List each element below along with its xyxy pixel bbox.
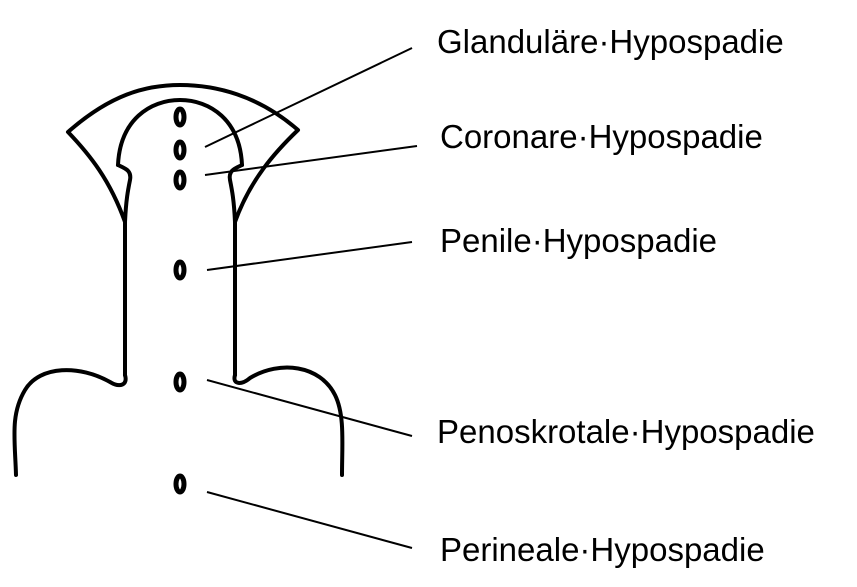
label-perineal-hypospadias: Perineale·Hypospadie: [440, 531, 765, 568]
meatus-penile: [173, 259, 187, 281]
label-glandular-hypospadias: Glanduläre·Hypospadie: [437, 23, 784, 60]
meatus-glandular-upper: [173, 106, 187, 128]
meatus-coronal: [173, 169, 187, 191]
leader-penoscrotal: [206, 379, 413, 437]
leader-penile: [206, 241, 413, 271]
glans-outline: [66, 83, 300, 224]
leader-coronal: [204, 145, 418, 176]
label-penile-hypospadias: Penile·Hypospadie: [440, 222, 718, 259]
meatus-glandular: [173, 139, 187, 161]
meatus-perineal: [173, 473, 187, 495]
meatus-penoscrotal: [173, 371, 187, 393]
label-coronal-hypospadias: Coronare·Hypospadie: [440, 118, 763, 155]
scrotum-left: [12, 368, 128, 477]
leader-glandular: [204, 47, 413, 148]
label-penoscrotal-hypospadias: Penoskrotale·Hypospadie: [437, 413, 815, 450]
coronal-notch-right: [227, 163, 244, 224]
leader-perineal: [206, 491, 413, 549]
scrotum-right: [232, 365, 345, 477]
coronal-notch-left: [116, 163, 133, 224]
glans-inner-edge: [116, 98, 244, 167]
